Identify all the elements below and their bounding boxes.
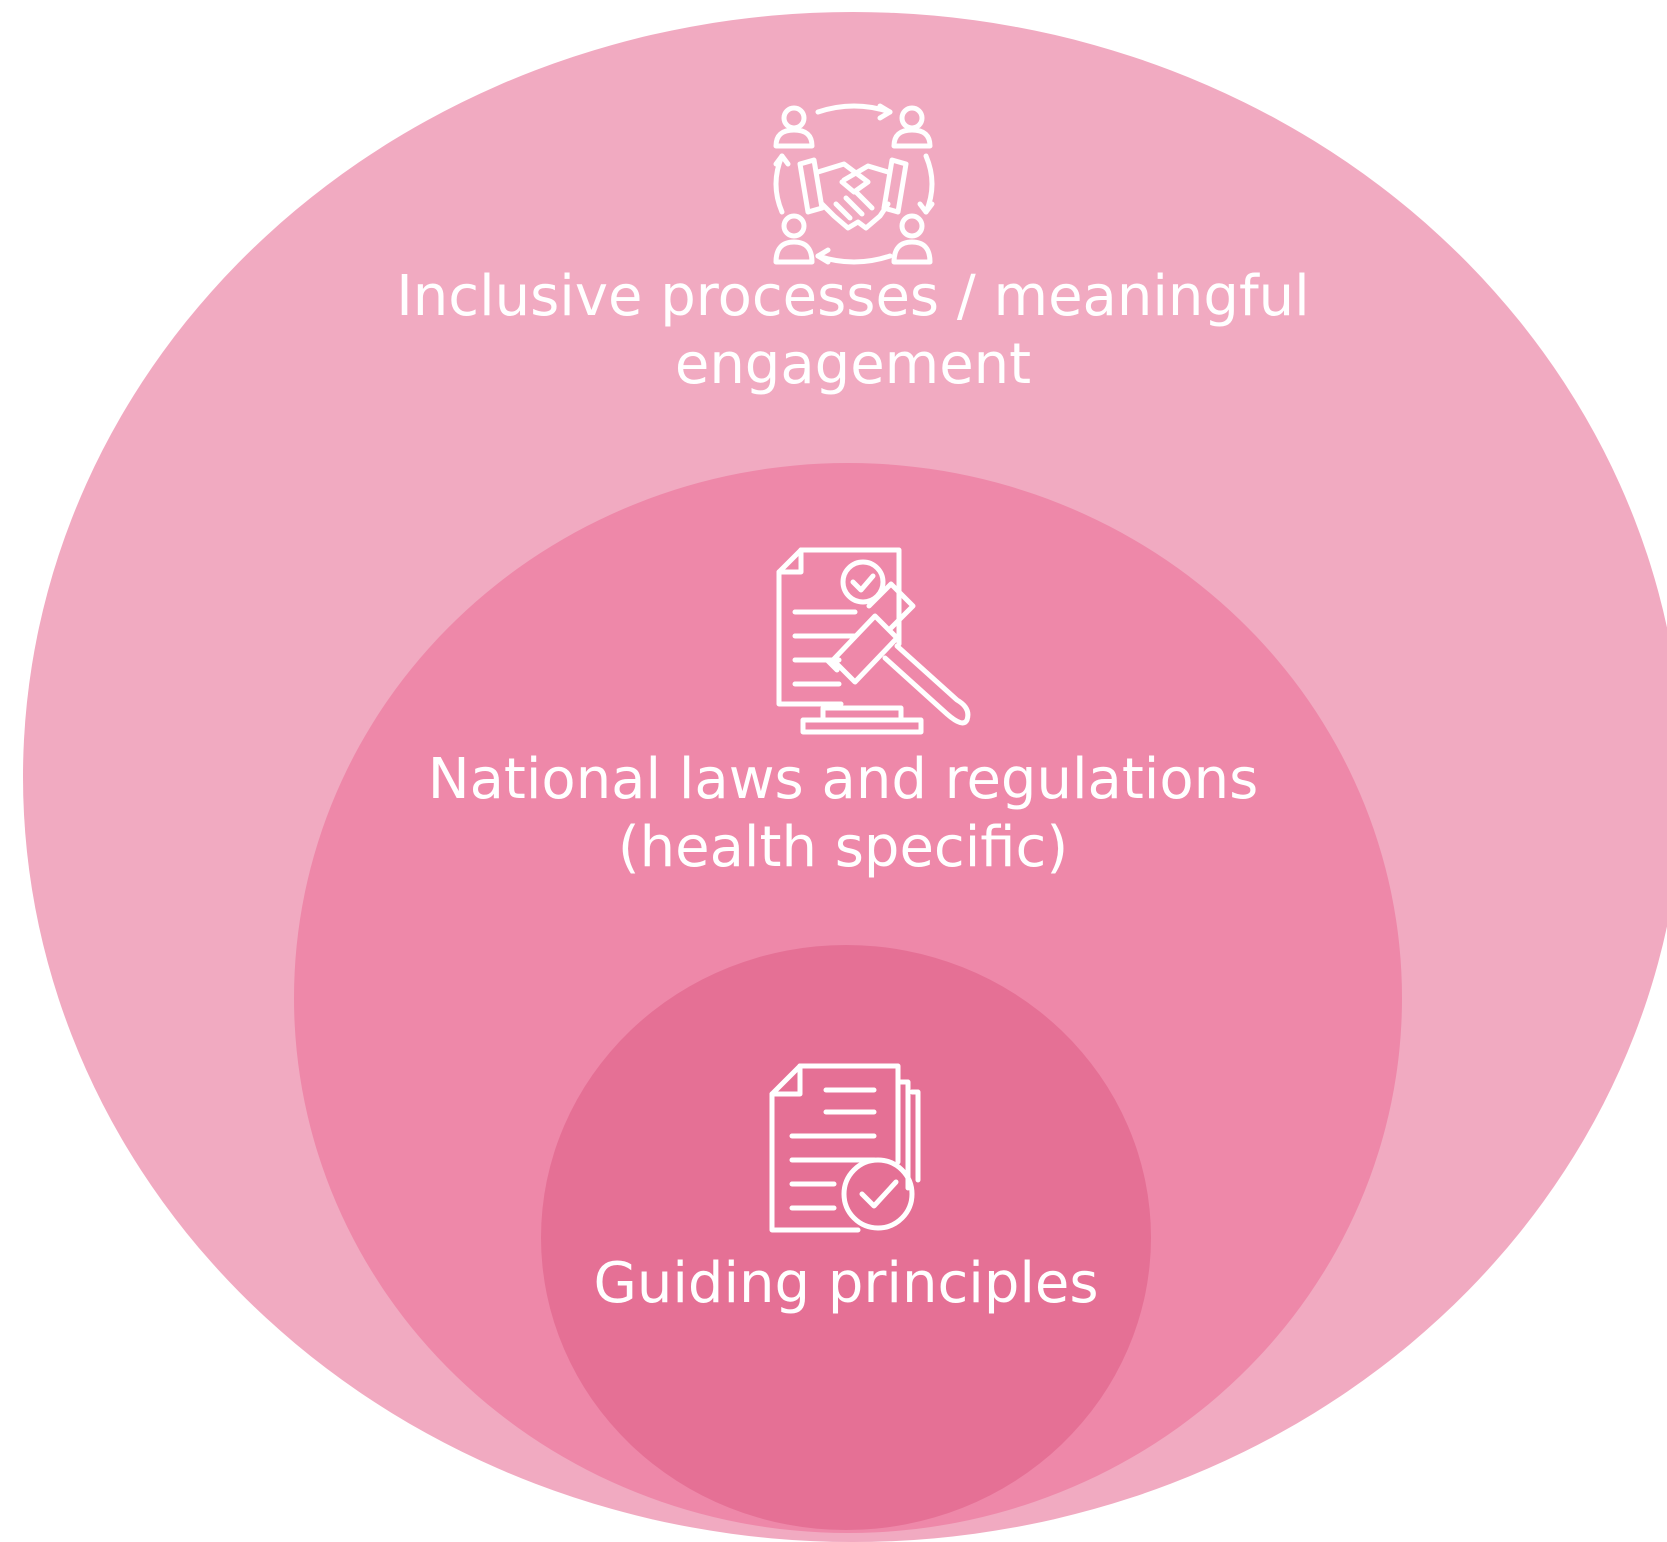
legal-document-gavel-icon xyxy=(776,547,971,735)
outer-layer-label: Inclusive processes / meaningful engagem… xyxy=(283,263,1423,399)
handshake-people-exchange-icon xyxy=(773,103,935,265)
outer-layer-label-line-1: Inclusive processes / meaningful xyxy=(396,264,1310,329)
middle-layer-label-line-2: (health specific) xyxy=(617,815,1069,880)
inner-layer-ellipse xyxy=(541,945,1151,1530)
approved-documents-check-icon xyxy=(769,1063,921,1233)
inner-layer-label: Guiding principles xyxy=(546,1250,1146,1318)
outer-layer-label-line-2: engagement xyxy=(674,332,1032,397)
middle-layer-label: National laws and regulations (health sp… xyxy=(363,746,1323,882)
inner-layer-label-line-1: Guiding principles xyxy=(593,1251,1099,1316)
middle-layer-label-line-1: National laws and regulations xyxy=(427,747,1259,812)
